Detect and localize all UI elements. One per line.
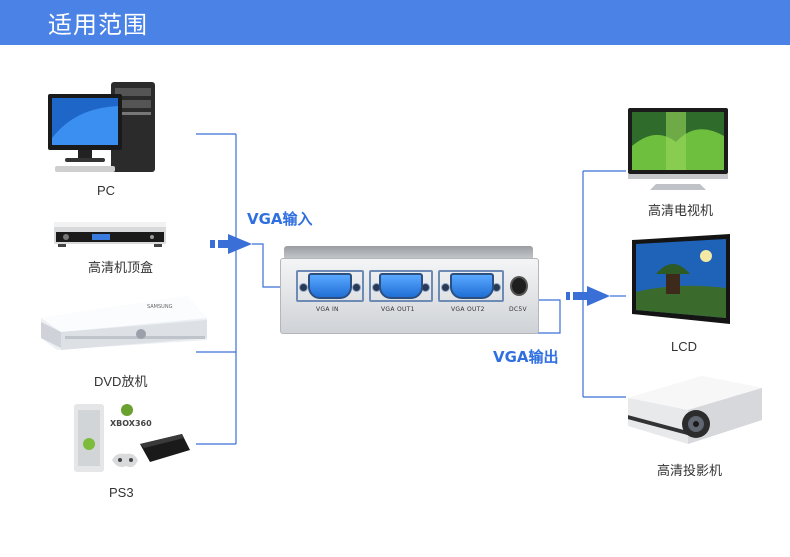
settop-box-label: 高清机顶盒 <box>88 260 154 275</box>
projector-label: 高清投影机 <box>657 463 723 478</box>
vga-in-caption: VGA IN <box>316 306 339 313</box>
dc-caption: DC5V <box>509 306 527 313</box>
pc-image <box>45 78 163 176</box>
dc-power-jack <box>510 276 528 296</box>
hdtv-image <box>626 106 730 192</box>
xbox-logo-text: XBOX360 <box>110 419 152 428</box>
vga-in-port <box>308 273 352 299</box>
vga-in-frame <box>296 270 364 302</box>
pc-label: PC <box>97 183 116 198</box>
vga-output-label: VGA输出 <box>493 348 559 366</box>
vga-out2-port <box>450 273 494 299</box>
vga-out1-caption: VGA OUT1 <box>381 306 415 313</box>
dvd-player-image: SAMSUNG <box>37 292 209 354</box>
vga-out2-frame <box>438 270 504 302</box>
output-arrow <box>566 286 610 306</box>
vga-out1-frame <box>369 270 433 302</box>
vga-out1-port <box>379 273 423 299</box>
section-header: 适用范围 <box>0 0 790 45</box>
hdtv-label: 高清电视机 <box>648 203 714 218</box>
dvd-player-label: DVD放机 <box>94 374 148 389</box>
lcd-image <box>626 232 736 332</box>
dvd-brand-text: SAMSUNG <box>147 304 173 310</box>
lcd-label: LCD <box>671 339 698 354</box>
ps3-label: PS3 <box>109 485 134 500</box>
input-arrow <box>210 234 252 254</box>
vga-input-label: VGA输入 <box>247 210 313 228</box>
projector-image <box>624 370 766 448</box>
vga-splitter-device: VGA IN VGA OUT1 VGA OUT2 DC5V <box>280 246 539 336</box>
section-title: 适用范围 <box>48 11 148 39</box>
screw-icon <box>352 283 361 292</box>
settop-box-image <box>52 218 170 250</box>
device-top-panel <box>284 246 533 260</box>
screw-icon <box>441 283 450 292</box>
game-console-image: XBOX360 <box>70 400 192 476</box>
screw-icon <box>299 283 308 292</box>
vga-out2-caption: VGA OUT2 <box>451 306 485 313</box>
